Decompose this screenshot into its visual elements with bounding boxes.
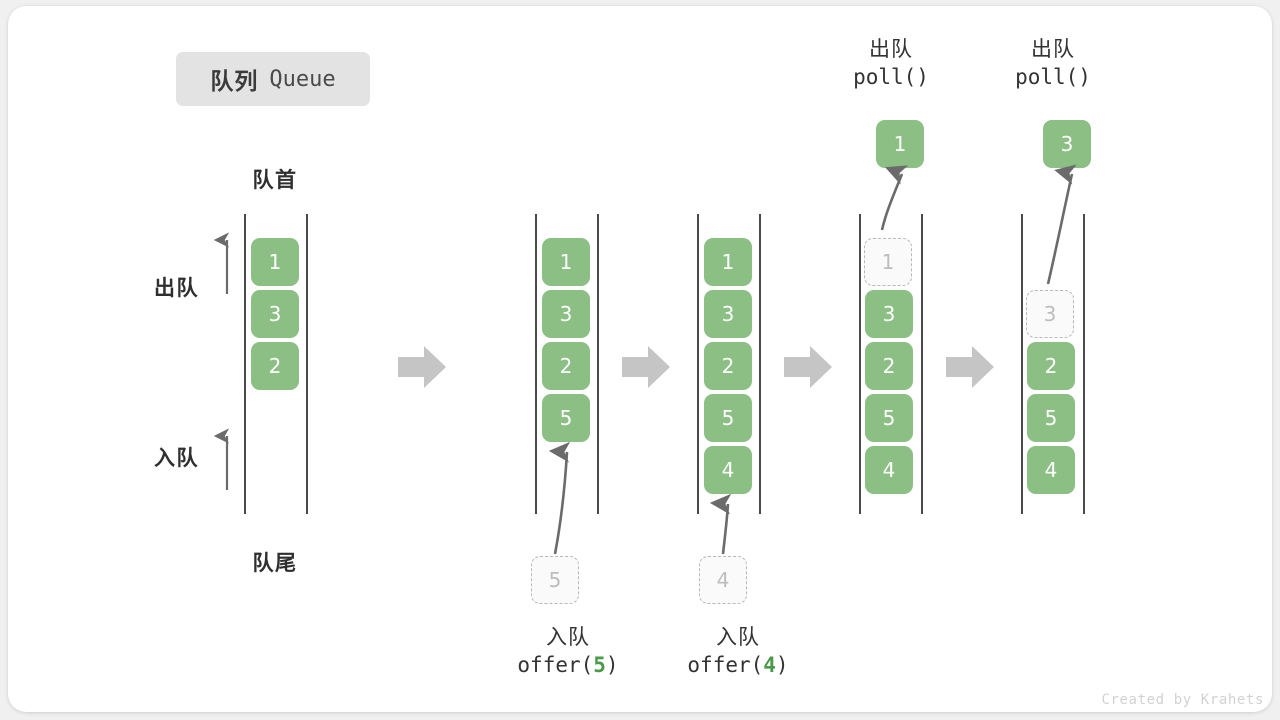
polled-cell: 1: [876, 120, 924, 168]
queue-cell: 1: [251, 238, 299, 286]
enqueue-direction-arrow-icon: [213, 428, 230, 490]
queue-head-label: 队首: [252, 169, 298, 192]
offer-5-label-cn: 入队: [546, 625, 590, 649]
poll-3-label-cn: 出队: [1031, 37, 1075, 61]
queue-rail-left-5: [1021, 214, 1023, 514]
queue-cell: 5: [542, 394, 590, 442]
poll-1-label-cn: 出队: [869, 37, 913, 61]
enqueue-direction-label: 入队: [154, 447, 199, 470]
title-en: Queue: [269, 66, 336, 92]
dequeue-arrow-icon: [1046, 164, 1077, 285]
offer-4-label: 入队 offer(4): [648, 624, 828, 680]
queue-cell: 1: [542, 238, 590, 286]
enqueue-arrow-icon: [709, 493, 732, 555]
diagram-card: 队列 Queue 队首 队尾 出队 入队 1 3 2: [8, 6, 1272, 712]
diagram-stage: 队列 Queue 队首 队尾 出队 入队 1 3 2: [8, 6, 1272, 712]
queue-tail-label: 队尾: [252, 552, 298, 575]
title-badge: 队列 Queue: [176, 52, 370, 106]
queue-cell: 1: [704, 238, 752, 286]
offer-5-label: 入队 offer(5): [478, 624, 658, 680]
queue-rail-right-2: [597, 214, 599, 514]
queue-cell-ghost: 3: [1026, 290, 1074, 338]
poll-1-label: 出队 poll(): [821, 36, 961, 92]
queue-cell: 3: [704, 290, 752, 338]
step-arrow-icon: [622, 346, 670, 388]
queue-cell: 2: [542, 342, 590, 390]
queue-rail-right-1: [306, 214, 308, 514]
queue-rail-right-3: [759, 214, 761, 514]
step-arrow-icon: [946, 346, 994, 388]
queue-cell: 2: [251, 342, 299, 390]
queue-cell: 2: [865, 342, 913, 390]
title-cn: 队列: [210, 68, 259, 94]
offer-5-label-code: offer(5): [517, 652, 619, 677]
queue-cell: 3: [251, 290, 299, 338]
queue-cell: 3: [865, 290, 913, 338]
watermark: Created by Krahets: [1101, 692, 1264, 708]
queue-cell: 3: [542, 290, 590, 338]
offer-4-label-code: offer(4): [687, 652, 789, 677]
dequeue-direction-label: 出队: [154, 277, 199, 300]
queue-rail-left-2: [535, 214, 537, 514]
incoming-ghost-cell: 4: [699, 556, 747, 604]
queue-cell: 4: [1027, 446, 1075, 494]
poll-3-label-code: poll(): [1015, 64, 1091, 89]
queue-rail-left-4: [859, 214, 861, 514]
enqueue-arrow-icon: [548, 441, 571, 555]
incoming-ghost-cell: 5: [531, 556, 579, 604]
queue-cell: 5: [865, 394, 913, 442]
queue-rail-left-3: [697, 214, 699, 514]
dequeue-direction-arrow-icon: [213, 232, 230, 294]
queue-cell: 5: [1027, 394, 1075, 442]
step-arrow-icon: [398, 346, 446, 388]
poll-1-label-code: poll(): [853, 64, 929, 89]
queue-cell: 2: [704, 342, 752, 390]
queue-cell-ghost: 1: [864, 238, 912, 286]
queue-cell: 4: [865, 446, 913, 494]
queue-cell: 4: [704, 446, 752, 494]
step-arrow-icon: [784, 346, 832, 388]
offer-4-label-cn: 入队: [716, 625, 760, 649]
queue-rail-left-1: [244, 214, 246, 514]
poll-3-label: 出队 poll(): [983, 36, 1123, 92]
queue-cell: 2: [1027, 342, 1075, 390]
dequeue-arrow-icon: [880, 165, 909, 231]
polled-cell: 3: [1043, 120, 1091, 168]
queue-rail-right-5: [1083, 214, 1085, 514]
queue-cell: 5: [704, 394, 752, 442]
queue-rail-right-4: [921, 214, 923, 514]
